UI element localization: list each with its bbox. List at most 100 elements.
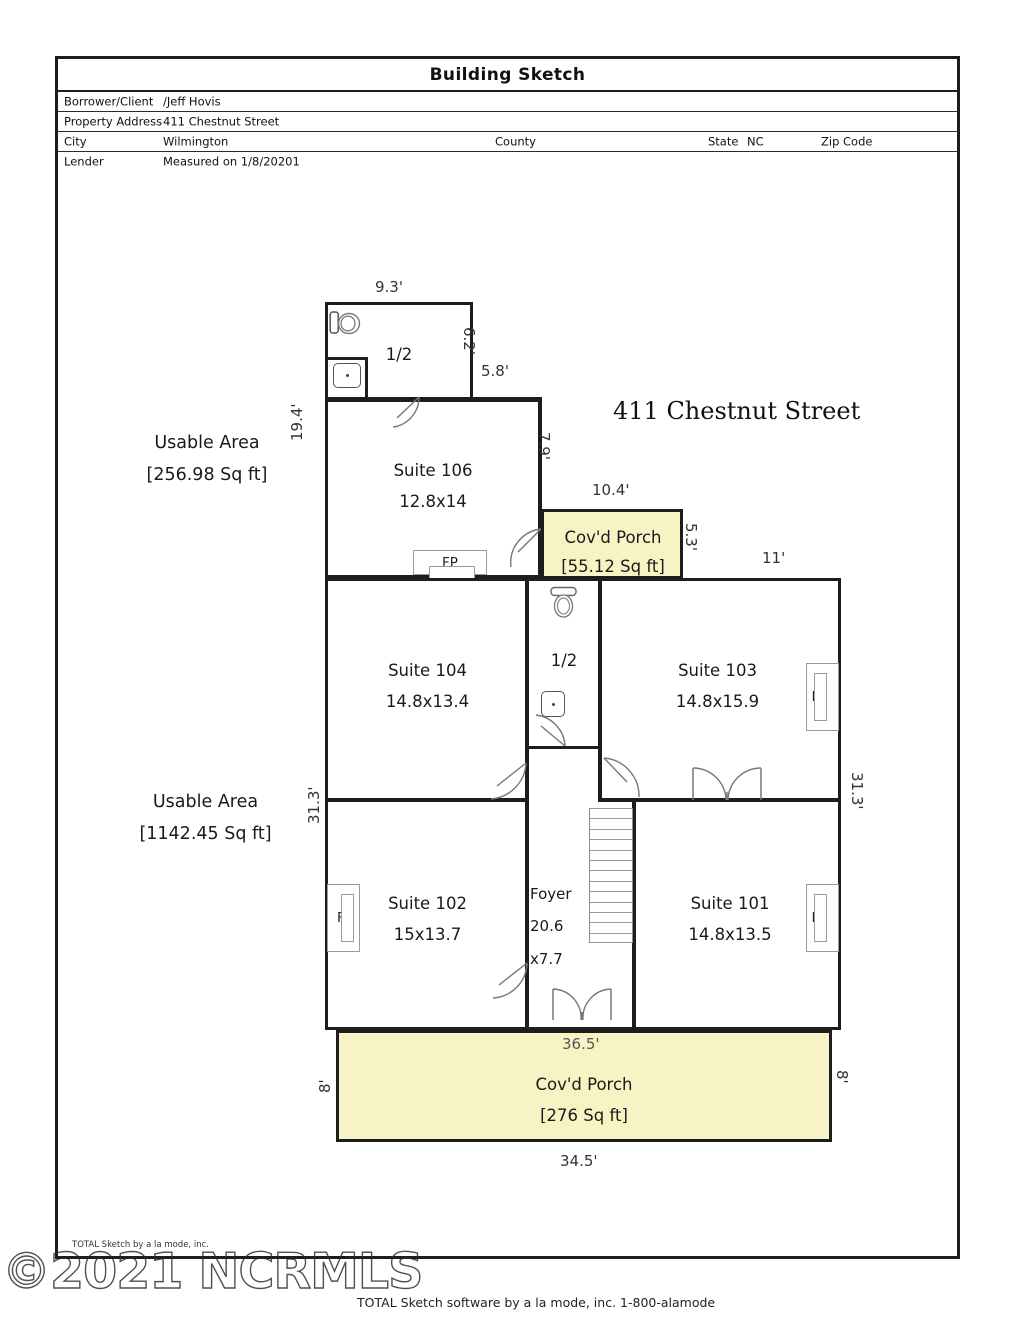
sketch-address-heading: 411 Chestnut Street (613, 397, 861, 425)
room-label-suite-104: Suite 104 14.8x13.4 (345, 655, 510, 718)
lender-label: Lender (64, 153, 104, 168)
dim-porch-front-right: 8' (833, 1070, 851, 1084)
room-label-suite-101-name: Suite 101 (690, 894, 770, 913)
wall-corridor-left (525, 578, 529, 1030)
usable-area-lower-line1: Usable Area (152, 792, 259, 812)
cov-porch-front-area: [276 Sq ft] (540, 1106, 628, 1126)
sink-icon-mid (541, 691, 565, 717)
sketch-header-table: Building Sketch Borrower/Client /Jeff Ho… (58, 59, 957, 171)
dim-porch-front-bottom: 34.5' (560, 1152, 598, 1170)
dim-porch-side-right: 5.3' (682, 523, 700, 551)
room-label-suite-102: Suite 102 15x13.7 (345, 888, 510, 951)
room-suite-106 (325, 397, 541, 578)
room-label-suite-102-name: Suite 102 (388, 894, 467, 913)
fireplace-hearth-101 (814, 894, 827, 942)
zip-label: Zip Code (821, 133, 873, 148)
lender-value: Measured on 1/8/20201 (163, 153, 300, 168)
room-label-foyer-dim1: 20.6 (530, 917, 564, 936)
room-label-cov-porch-side: Cov'd Porch [55.12 Sq ft] (543, 524, 683, 582)
room-label-half-bath-mid: 1/2 (550, 651, 578, 670)
dim-bath-jog: 5.8' (481, 362, 509, 380)
room-label-suite-103-dims: 14.8x15.9 (675, 692, 760, 712)
dim-left-suite-106: 19.4' (288, 403, 306, 441)
usable-area-lower-line2: [1142.45 Sq ft] (139, 824, 272, 845)
room-label-half-bath-upper: 1/2 (385, 345, 413, 364)
cov-porch-side-name: Cov'd Porch (564, 528, 662, 547)
total-sketch-software-line: TOTAL Sketch software by a la mode, inc.… (357, 1295, 716, 1310)
double-door-suite-103-icon (692, 767, 762, 801)
city-value: Wilmington (163, 133, 229, 148)
header-row-borrower: Borrower/Client /Jeff Hovis (58, 92, 957, 112)
room-label-suite-102-dims: 15x13.7 (393, 925, 462, 945)
room-main-block (325, 578, 841, 1030)
sink-icon (333, 363, 361, 388)
wall-suite-104-102-split (325, 798, 528, 802)
room-cov-porch-front (336, 1030, 832, 1142)
dim-bath-right: 6.2' (460, 327, 478, 355)
dim-top-suite-106: 9.3' (375, 278, 403, 296)
room-label-suite-101-dims: 14.8x13.5 (688, 925, 772, 945)
header-row-address: Property Address 411 Chestnut Street (58, 112, 957, 132)
dim-porch-side-top: 10.4' (592, 481, 630, 499)
property-address-value: 411 Chestnut Street (163, 113, 280, 128)
usable-area-tag-lower: Usable Area [1142.45 Sq ft] (118, 786, 293, 851)
room-cov-porch-side (541, 509, 683, 579)
dim-porch-front-left: 8' (316, 1079, 334, 1093)
dim-suite-106-right: 7.9' (535, 432, 553, 460)
header-row-lender: Lender Measured on 1/8/20201 (58, 152, 957, 171)
page-title: Building Sketch (58, 59, 957, 92)
room-label-suite-103: Suite 103 14.8x15.9 (630, 655, 805, 718)
page-title-text: Building Sketch (429, 64, 586, 85)
wall-sink-alcove-top (327, 357, 367, 360)
ncrmls-watermark: ©2021 NCRMLS (1, 1242, 424, 1300)
room-label-cov-porch-front: Cov'd Porch [276 Sq ft] (336, 1069, 832, 1132)
room-label-suite-106-dims: 12.8x14 (399, 492, 467, 512)
wall-suite-106-right (538, 397, 542, 511)
room-label-foyer-dim2: x7.7 (530, 949, 563, 968)
staircase-icon (589, 808, 633, 943)
room-label-foyer: Foyer 20.6 x7.7 (530, 878, 592, 975)
fireplace-hearth-102 (341, 894, 354, 942)
room-label-suite-103-name: Suite 103 (678, 661, 757, 680)
room-label-suite-106: Suite 106 12.8x14 (343, 455, 523, 518)
dim-porch-front-top: 36.5' (562, 1035, 600, 1053)
door-suite-106-porch-icon (510, 528, 542, 568)
city-label: City (64, 133, 87, 148)
door-suite-104-icon (490, 762, 527, 800)
usable-area-tag-upper: Usable Area [256.98 Sq ft] (122, 427, 292, 492)
room-label-suite-101: Suite 101 14.8x13.5 (645, 888, 815, 951)
wall-sink-alcove-right (365, 357, 368, 399)
wall-half-bath-bottom (328, 399, 473, 402)
total-sketch-credit: TOTAL Sketch by a la mode, inc. (72, 1240, 209, 1250)
toilet-icon (329, 311, 361, 335)
dim-left-main-block: 31.3' (305, 786, 323, 824)
header-row-city: City Wilmington County State NC Zip Code (58, 132, 957, 152)
door-suite-102-icon (492, 962, 528, 999)
property-address-label: Property Address (64, 113, 163, 128)
dim-right-main-block: 31.3' (848, 772, 866, 810)
door-half-bath-mid-icon (535, 714, 566, 747)
usable-area-upper-line2: [256.98 Sq ft] (146, 465, 268, 486)
wall-suite-103-101-split (598, 798, 841, 802)
fireplace-hearth-103 (814, 673, 827, 721)
borrower-value: /Jeff Hovis (163, 93, 221, 108)
usable-area-upper-line1: Usable Area (154, 433, 260, 453)
wall-half-bath-mid-bottom (525, 746, 602, 749)
wall-segment-106-top (473, 398, 541, 402)
cov-porch-side-area: [55.12 Sq ft] (561, 556, 665, 576)
borrower-label: Borrower/Client (64, 93, 154, 108)
state-label: State (708, 133, 739, 148)
wall-corridor-right-upper (598, 578, 602, 800)
double-door-foyer-icon (552, 988, 612, 1021)
room-label-suite-104-dims: 14.8x13.4 (385, 692, 470, 712)
wall-foyer-right-lower (632, 800, 636, 1030)
door-suite-103-side-icon (603, 757, 640, 798)
room-label-foyer-name: Foyer (530, 885, 572, 903)
room-label-suite-104-name: Suite 104 (388, 661, 467, 680)
cov-porch-front-name: Cov'd Porch (535, 1075, 633, 1094)
room-label-suite-106-name: Suite 106 (393, 461, 473, 480)
county-label: County (495, 133, 536, 148)
state-value: NC (747, 133, 764, 148)
toilet-icon-mid (550, 586, 577, 618)
